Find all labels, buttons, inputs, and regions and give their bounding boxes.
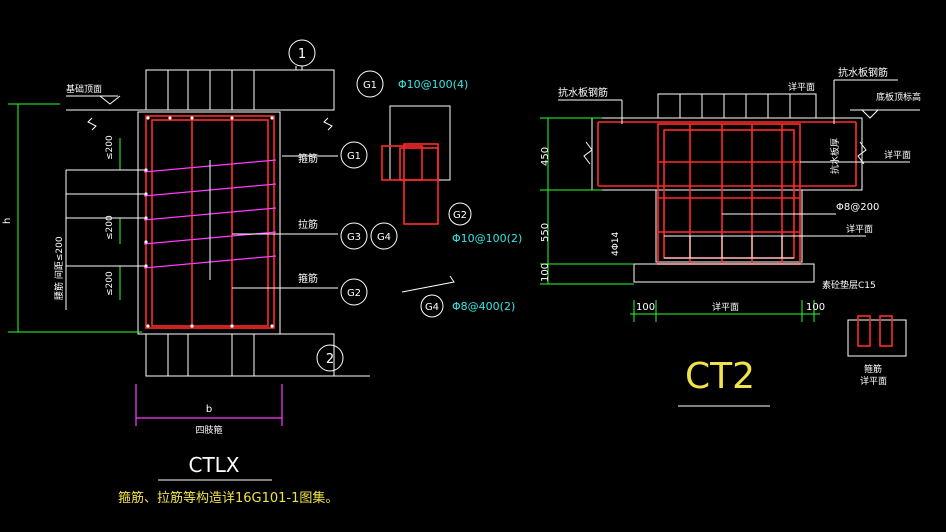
dim-b-sub: 四肢箍 — [195, 424, 222, 436]
ct2-label-phi8: Φ8@200 — [836, 202, 879, 213]
foundation-top-label: 基础顶面 — [66, 83, 102, 95]
axis-1-label: 1 — [298, 47, 306, 62]
callout-g2-side: G2 — [347, 288, 361, 299]
ct2-label-anti-left: 抗水板钢筋 — [558, 86, 608, 99]
spacing-2: ≤200 — [105, 215, 115, 240]
callout-g1-top: G1 — [363, 80, 377, 91]
ct2-dim-detail: 详平面 — [712, 301, 739, 313]
ct2-label-anti-right: 抗水板钢筋 — [838, 66, 888, 79]
ct2-dim-550: 550 — [540, 223, 551, 242]
ctlx-drawing: 1 基础顶面 — [2, 39, 522, 506]
ct2-label-4phi14: 4Φ14 — [611, 231, 621, 256]
ct2-label-detail-right: 详平面 — [884, 149, 911, 161]
callout-g4: G4 — [377, 232, 391, 243]
ct2-label-detail-mid: 详平面 — [846, 223, 873, 235]
ct2-dim-100l: 100 — [636, 302, 655, 313]
ct2-stirrup-sub: 详平面 — [860, 375, 887, 387]
ct2-drawing: 450 550 100 100 100 详平面 抗水板钢筋 抗水板钢筋 详平面 … — [540, 66, 921, 407]
ct2-label-detail-top: 详平面 — [788, 81, 815, 93]
callout-g1-side: G1 — [347, 151, 361, 162]
ct2-dim-100v: 100 — [540, 263, 551, 282]
dim-h: h — [2, 218, 13, 224]
label-stirrup: 箍筋 — [298, 152, 318, 165]
ct2-label-bottom-elev: 底板顶标高 — [876, 91, 921, 103]
axis-2-label: 2 — [326, 352, 334, 367]
ct2-dim-100r: 100 — [806, 302, 825, 313]
spacing-3: ≤200 — [105, 271, 115, 296]
callout-g2-detail: G2 — [453, 210, 467, 221]
ct2-label-anti-vert: 抗水板厚 — [829, 138, 841, 174]
side-note: 腰筋 间距≤200 — [53, 236, 65, 300]
callout-g3: G3 — [347, 232, 361, 243]
ctlx-footnote: 箍筋、拉筋等构造详16G101-1图集。 — [118, 490, 338, 506]
g2-spec: Φ10@100(2) — [452, 232, 522, 245]
g4-spec: Φ8@400(2) — [452, 300, 515, 313]
label-rebar: 箍筋 — [298, 272, 318, 285]
callout-g4-detail: G4 — [425, 302, 439, 313]
g1-spec: Φ10@100(4) — [398, 78, 468, 91]
dim-b: b — [206, 404, 212, 415]
label-tie: 拉筋 — [298, 218, 318, 231]
axis-2-bubble — [316, 344, 344, 372]
ct2-dim-450: 450 — [540, 147, 551, 166]
ct2-label-cushion: 素砼垫层C15 — [822, 279, 876, 291]
ct2-stirrup-label: 箍筋 — [864, 363, 882, 375]
ct2-title: CT2 — [685, 356, 755, 397]
spacing-1: ≤200 — [105, 135, 115, 160]
ctlx-title: CTLX — [188, 453, 239, 477]
